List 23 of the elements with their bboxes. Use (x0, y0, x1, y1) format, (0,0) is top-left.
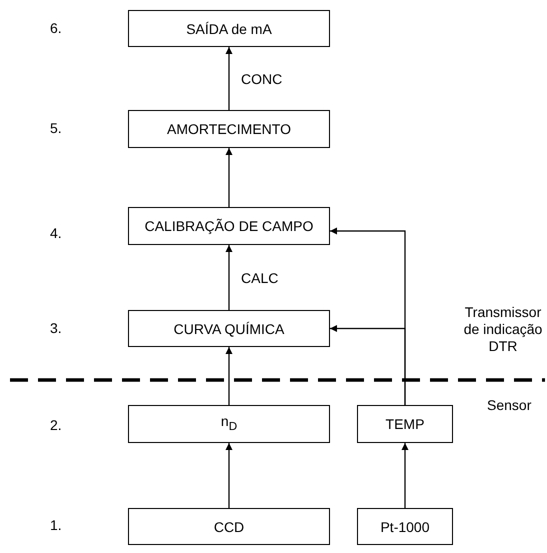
step-number: 5. (50, 120, 62, 137)
arrow (226, 148, 232, 207)
step-number: 4. (50, 225, 62, 242)
process-box: CURVA QUÍMICA (128, 310, 330, 347)
process-box: SAÍDA de mA (128, 10, 330, 47)
arrow (226, 47, 232, 110)
process-box: Pt-1000 (357, 508, 453, 545)
process-box: CALIBRAÇÃO DE CAMPO (128, 207, 330, 245)
arrow (226, 443, 232, 508)
step-number: 6. (50, 20, 62, 37)
process-box: CCD (128, 508, 330, 545)
process-box: AMORTECIMENTO (128, 110, 330, 148)
arrow (402, 443, 408, 508)
section-label: Transmissor de indicação DTR (462, 304, 544, 355)
step-number: 1. (50, 517, 62, 534)
process-box: n$_{D}$ (128, 405, 330, 443)
step-number: 3. (50, 320, 62, 337)
arrow (226, 347, 232, 405)
step-number: 2. (50, 417, 62, 434)
section-label: Sensor (487, 397, 532, 414)
arrow (226, 245, 232, 310)
arrow (330, 325, 406, 405)
process-box: TEMP (357, 405, 453, 443)
